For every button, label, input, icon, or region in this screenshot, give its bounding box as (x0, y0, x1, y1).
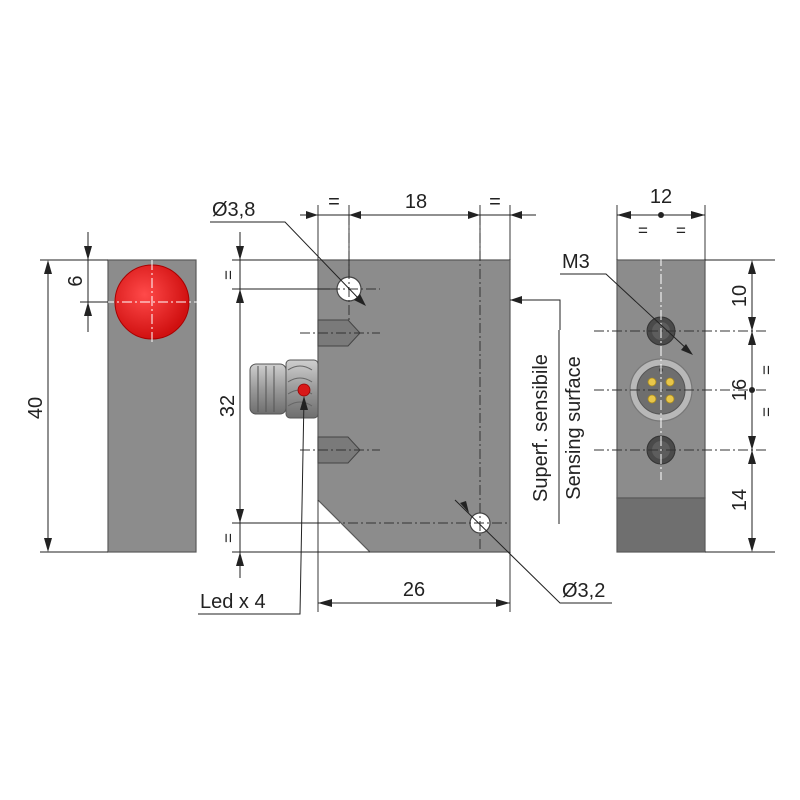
dim-front-width: 12 (650, 186, 672, 208)
connector-side (249, 359, 319, 419)
front-view-sensing-face (616, 497, 706, 553)
dim-front-middle-eq-bottom: = (757, 407, 776, 417)
dim-top-eq-right: = (489, 191, 501, 213)
sensing-surface-label-en: Sensing surface (563, 356, 585, 499)
dim-front-eq-left: = (638, 221, 648, 240)
dim-front-top: 10 (729, 285, 751, 307)
dim-front-middle-eq-top: = (757, 365, 776, 375)
dim-side-height: 40 (25, 397, 47, 419)
threaded-insert-top (300, 319, 380, 347)
main-view-body (317, 259, 511, 553)
main-view: Superf. sensibile Sensing surface 18 = =… (198, 191, 612, 615)
dim-hole-large: Ø3,8 (212, 199, 255, 221)
dim-main-eq-bottom: = (219, 533, 238, 543)
dim-hole-spacing: 18 (405, 191, 427, 213)
dim-main-height: 32 (217, 395, 239, 417)
sensing-surface-label-it: Superf. sensibile (530, 354, 552, 502)
left-view: 40 6 (25, 232, 210, 553)
dim-front-bottom: 14 (729, 489, 751, 511)
dim-main-eq-top: = (219, 270, 238, 280)
dim-hole-small: Ø3,2 (562, 580, 605, 602)
dim-front-middle: 16 (729, 379, 751, 401)
dim-front-eq-right: = (676, 221, 686, 240)
threaded-insert-bottom (300, 436, 380, 464)
dim-led-window: 6 (65, 275, 87, 286)
front-view: 12 = = M3 10 16 = = 14 (560, 186, 776, 553)
thread-label: M3 (562, 251, 590, 273)
led-indicator (297, 383, 311, 397)
dim-main-width: 26 (403, 579, 425, 601)
led-label: Led x 4 (200, 591, 266, 613)
dim-top-eq-left: = (328, 191, 340, 213)
